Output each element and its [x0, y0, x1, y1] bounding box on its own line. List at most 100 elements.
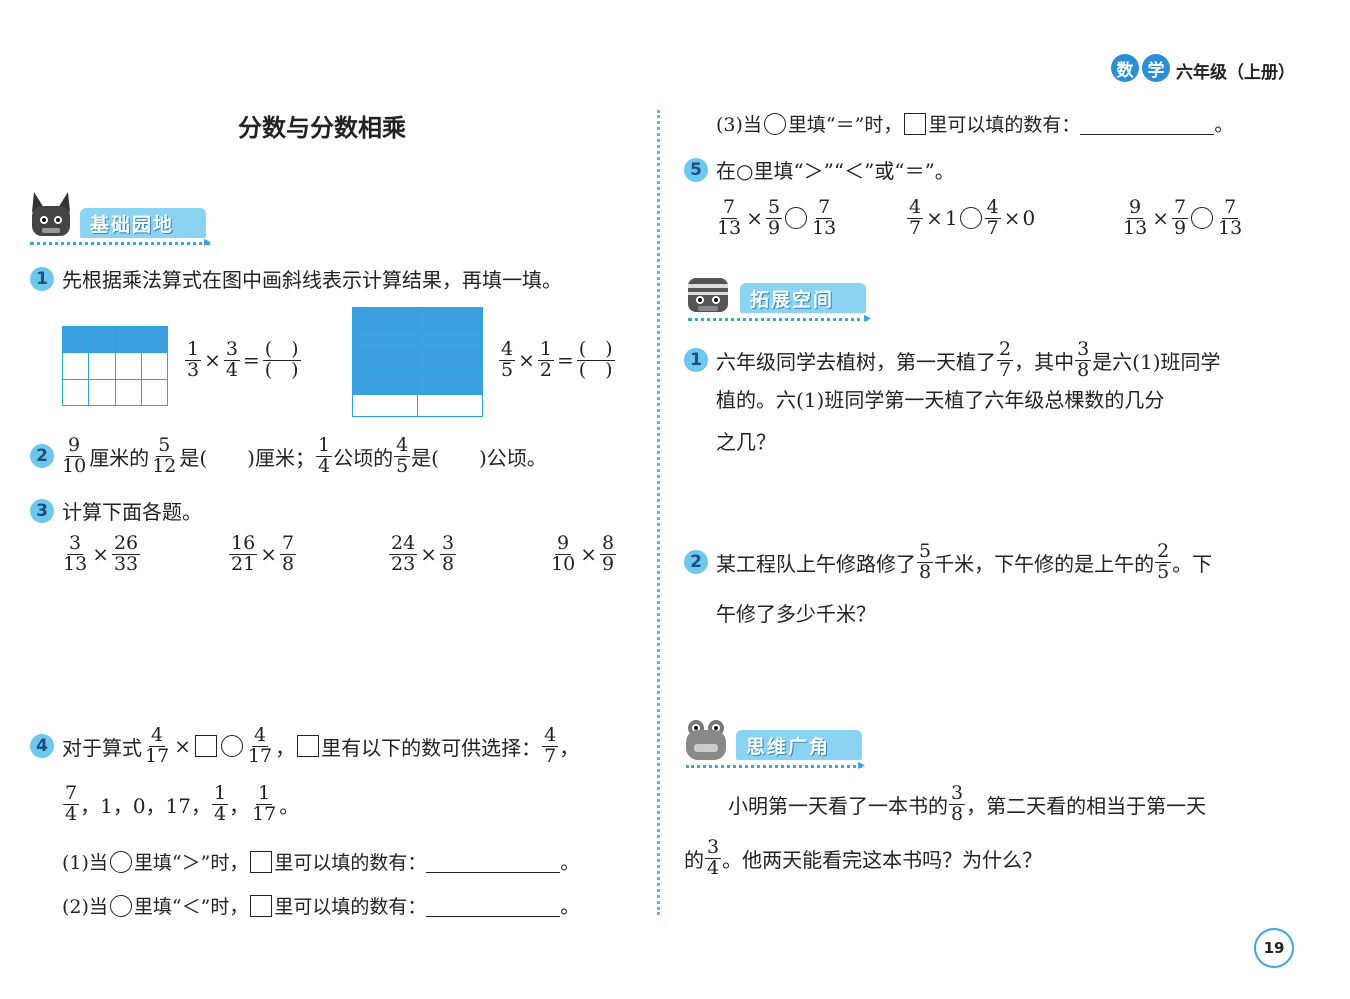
section-banner-basic: 基础园地: [80, 208, 206, 238]
q4-text-6: ，: [229, 793, 250, 818]
answer-fraction-blank[interactable]: ( )( ): [576, 338, 615, 381]
square-symbol: [297, 735, 320, 758]
square-blank[interactable]: [194, 735, 217, 758]
times-sign: ×: [420, 542, 437, 567]
q2-text-1: 厘米的: [89, 445, 150, 470]
q2-text-4[interactable]: 是( )公顷。: [411, 445, 547, 470]
q4-sub1-b: 里填“＞”时，: [133, 852, 249, 874]
mascot-icon-zebra: [684, 272, 732, 316]
q4-sub3-c: 里可以填的数有：: [928, 114, 1081, 136]
q1-text: 先根据乘法算式在图中画斜线表示计算结果，再填一填。: [62, 268, 562, 292]
times-sign: ×: [174, 734, 191, 759]
compare-circle[interactable]: [785, 207, 808, 230]
times-sign: ×: [746, 206, 763, 231]
q4-sub2-c: 里可以填的数有：: [274, 896, 427, 918]
ext1-line-3: 之几？: [716, 430, 776, 454]
times-sign: ×: [260, 542, 277, 567]
q4-sub3-end: 。: [1214, 114, 1234, 136]
equals-sign: =: [556, 348, 574, 373]
arrow-icon: ▸: [864, 310, 872, 326]
answer-fraction-blank[interactable]: ( )( ): [262, 338, 301, 381]
q3-row: 3 计算下面各题。: [30, 496, 202, 525]
think-text-4: 。他两天能看完这本书吗？为什么？: [722, 847, 1043, 872]
q2-text-2[interactable]: 是( )厘米；: [179, 445, 315, 470]
times-sign: ×: [1003, 206, 1021, 231]
q5-row: 5 在○里填“＞”“＜”或“＝”。: [684, 155, 955, 184]
header-subject-badge-2: 学: [1142, 54, 1170, 82]
answer-line[interactable]: [426, 850, 561, 873]
q4-text-4: ，: [559, 735, 580, 760]
ext1-line-2: 植的。六(1)班同学第一天植了六年级总棵数的几分: [716, 388, 1165, 412]
times-sign: ×: [204, 348, 221, 373]
arrow-icon: ▸: [858, 757, 866, 773]
q4-sub2-a: (2)当: [62, 896, 108, 918]
circle-blank[interactable]: [220, 735, 243, 758]
circle-symbol: [763, 112, 786, 135]
answer-line[interactable]: [1080, 112, 1215, 135]
q2-number: 2: [30, 444, 54, 469]
q4-number: 4: [30, 734, 54, 759]
mascot-icon-rabbit: [28, 190, 74, 240]
times-sign: ×: [926, 206, 943, 231]
q4-text-7: 。: [279, 793, 300, 818]
q2-text-3: 公顷的: [333, 445, 394, 470]
compare-circle[interactable]: [1191, 207, 1214, 230]
answer-line[interactable]: [426, 894, 561, 917]
compare-circle[interactable]: [959, 207, 982, 230]
q5-number: 5: [684, 157, 708, 182]
section-banner-thinking: 思维广角: [736, 730, 862, 760]
q4-text-2: ，: [275, 735, 296, 760]
header-grade: 六年级（上册）: [1176, 63, 1295, 83]
section-title-extend: 拓展空间: [750, 288, 835, 311]
section-underline-extend: [688, 318, 868, 321]
arrow-icon: ▸: [204, 234, 212, 250]
q4-text-1: 对于算式: [62, 735, 142, 760]
ext1-number: 1: [684, 348, 708, 373]
ext2-text-1: 某工程队上午修路修了: [716, 551, 916, 576]
q4-sub2-end: 。: [560, 896, 580, 918]
circle-symbol: [109, 894, 132, 917]
times-sign: ×: [518, 348, 535, 373]
q4-sub1-c: 里可以填的数有：: [274, 852, 427, 874]
page-number: 19: [1254, 928, 1294, 968]
q1-row: 1 先根据乘法算式在图中画斜线表示计算结果，再填一填。: [30, 264, 562, 293]
q4-sub2-b: 里填“＜”时，: [133, 896, 249, 918]
q1-grid-b[interactable]: [352, 307, 483, 417]
q1-grid-a[interactable]: [61, 325, 169, 407]
lesson-title: 分数与分数相乘: [238, 114, 406, 142]
q4-sub3-a: (3)当: [716, 114, 762, 136]
mascot-icon-frog: [684, 718, 728, 762]
q4-sub-1: (1)当 里填“＞”时， 里可以填的数有： 。: [62, 848, 579, 875]
ext1-text-3: 是六(1)班同学: [1092, 349, 1221, 374]
square-symbol: [250, 894, 273, 917]
q4-sub-3: (3)当 里填“＝”时， 里可以填的数有： 。: [716, 110, 1233, 137]
